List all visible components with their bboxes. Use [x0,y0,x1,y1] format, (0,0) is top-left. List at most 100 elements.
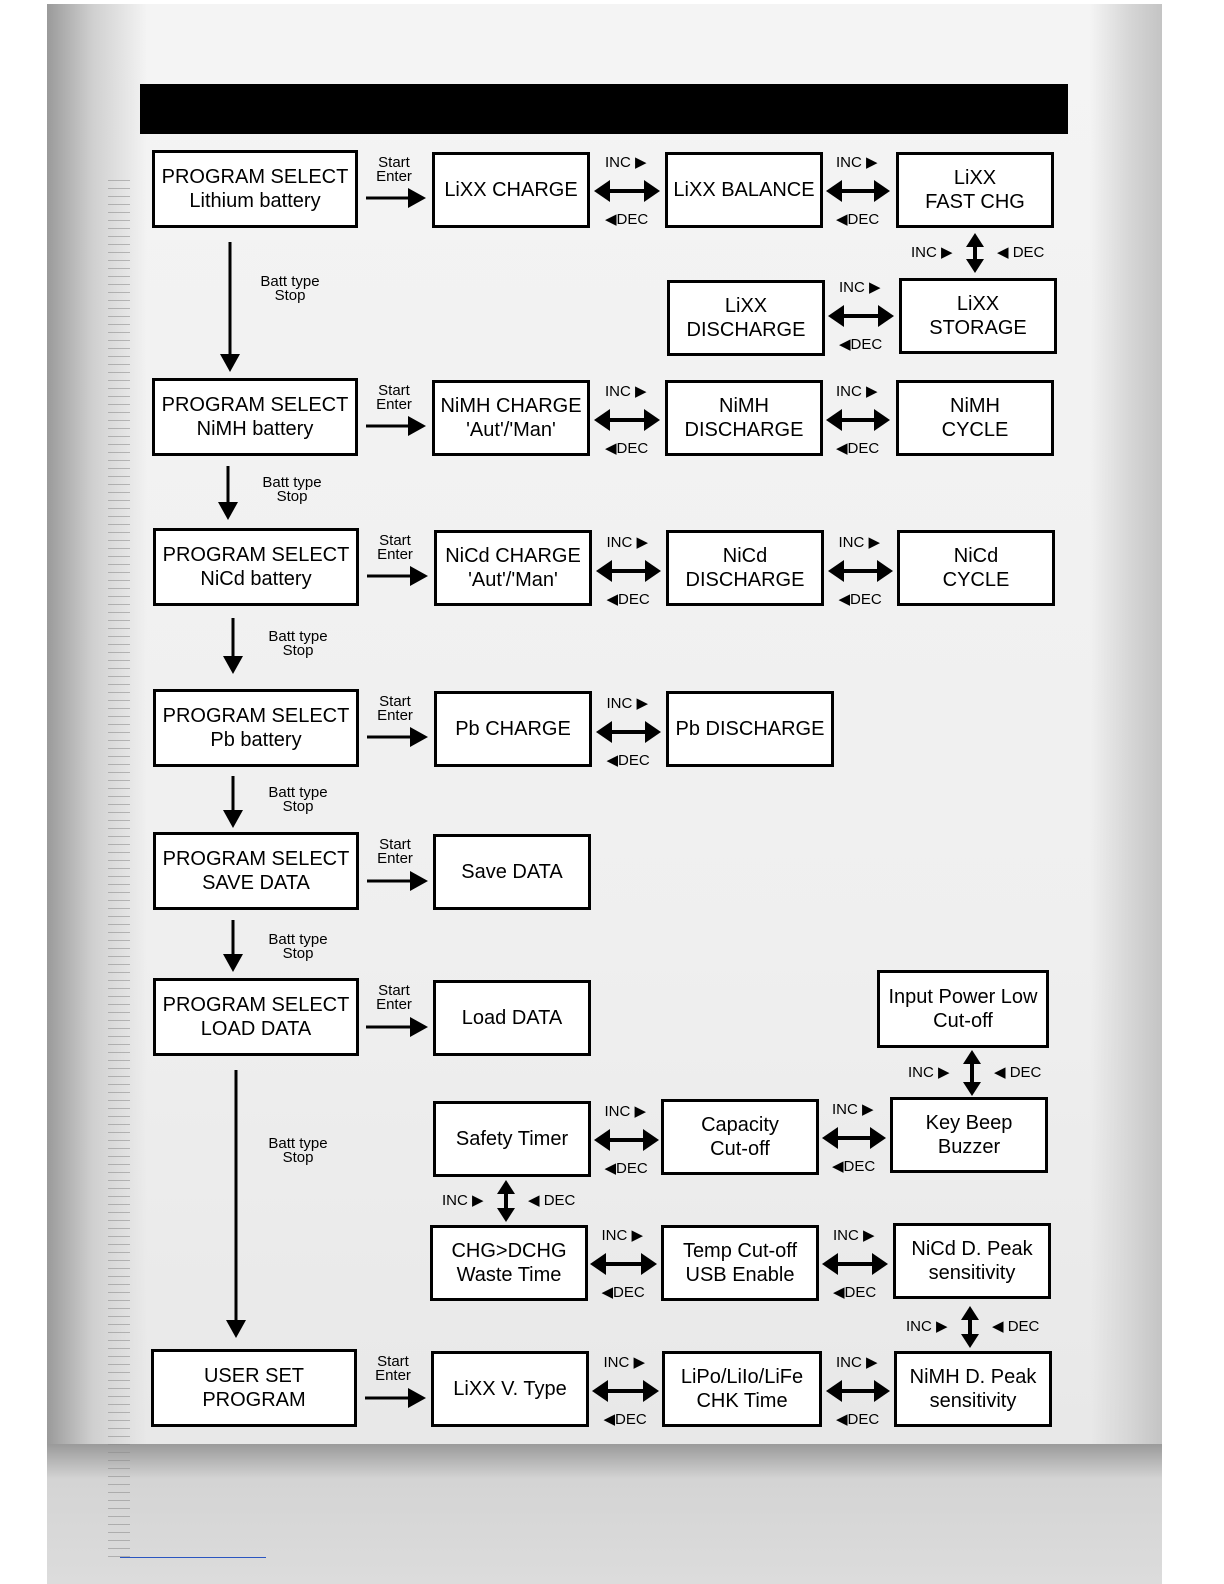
inc-label-v3: INC ▶ [906,1318,948,1335]
start-enter-label-save-line1: Start [379,836,411,853]
mode-box-save-0: Save DATA [433,834,591,910]
user-setting-b-2-line1: NiCd D. Peak [911,1238,1033,1260]
mode-box-lithium-extra-1-line2: STORAGE [929,317,1027,339]
inc-dec-vertical-arrow-3-down-head [961,1334,979,1348]
user-setting-input-power-low-line2: Cut-off [933,1010,993,1032]
user-setting-a-2-line2: Buzzer [937,1136,1001,1158]
start-enter-label-nicd-line1: Start [379,532,411,549]
ruler-marks [108,180,130,1560]
inc-dec-arrow-6-left-head [828,560,844,582]
dec-label-1: ◀DEC [836,211,880,228]
start-enter-label-pb-line1: Start [379,693,411,710]
inc-dec-arrow-13-left-head [826,1380,842,1402]
start-enter-label-user-line2: Enter [375,1367,411,1384]
batt-type-arrow-0-head [220,354,240,372]
program-select-user-line1: USER SET [203,1365,305,1387]
mode-box-user-1-line2: CHK Time [696,1390,788,1412]
inc-label-3: INC ▶ [605,383,647,400]
inc-label-8: INC ▶ [604,1103,647,1120]
inc-dec-arrow-10-right-head [641,1253,657,1275]
batt-type-arrow-3-head [223,810,243,828]
program-select-nimh-line1: PROGRAM SELECT [161,394,349,416]
batt-type-label-0-line2: Stop [274,287,306,304]
batt-type-arrow-2-head [223,656,243,674]
inc-label-9: INC ▶ [832,1101,874,1118]
program-select-nimh-line2: NiMH battery [196,418,314,440]
program-select-lithium-line2: Lithium battery [189,190,321,212]
enter-arrow-load-head [410,1017,428,1037]
mode-box-lithium-1-line1: LiXX BALANCE [673,179,815,201]
dec-label-v0: ◀ DEC [997,244,1045,261]
enter-arrow-save-head [410,871,428,891]
dec-label-5: ◀DEC [606,591,650,608]
inc-dec-vertical-arrow-2-down-head [497,1208,515,1222]
dec-label-9: ◀DEC [832,1158,876,1175]
inc-dec-arrow-13-right-head [874,1380,890,1402]
batt-type-label-5-line1: Batt type [268,1135,328,1152]
inc-label-0: INC ▶ [605,154,647,171]
batt-type-arrow-4-head [223,954,243,972]
inc-label-v2: INC ▶ [442,1192,484,1209]
mode-box-lithium-extra-0-line2: DISCHARGE [686,319,806,341]
mode-box-user-2-line2: sensitivity [929,1390,1017,1412]
inc-dec-arrow-11-left-head [822,1253,838,1275]
inc-dec-arrow-1-right-head [874,180,890,202]
inc-label-v0: INC ▶ [911,244,953,261]
dec-label-0: ◀DEC [605,211,649,228]
program-select-load-line1: PROGRAM SELECT [162,994,350,1016]
mode-box-nimh-1-line2: DISCHARGE [684,419,804,441]
header-bar [140,84,1068,134]
mode-box-pb-1-line1: Pb DISCHARGE [675,718,825,740]
inc-dec-vertical-arrow-0-up-head [966,233,984,247]
user-setting-a-1-line1: Capacity [701,1114,779,1136]
batt-type-label-1-line2: Stop [276,488,308,505]
mode-box-nimh-0: NiMH CHARGE'Aut'/'Man' [432,380,590,456]
start-enter-label-load-line1: Start [378,982,410,999]
mode-box-nicd-2-line2: CYCLE [942,569,1010,591]
dec-label-8: ◀DEC [604,1160,648,1177]
mode-box-nicd-2-line1: NiCd [953,545,999,567]
inc-label-6: INC ▶ [838,534,881,551]
inc-dec-arrow-10-left-head [590,1253,606,1275]
dec-label-13: ◀DEC [836,1411,880,1428]
inc-dec-arrow-11-right-head [872,1253,888,1275]
inc-dec-arrow-2-left-head [828,305,844,327]
inc-dec-arrow-8-right-head [643,1129,659,1151]
mode-box-load-0-line1: Load DATA [461,1007,563,1029]
mode-box-lithium-extra-0-line1: LiXX [724,295,768,317]
user-setting-b-1-line1: Temp Cut-off [682,1240,798,1262]
user-setting-b-0-line2: Waste Time [456,1264,562,1286]
start-enter-label-pb-line2: Enter [377,707,413,724]
mode-box-nicd-0-line1: NiCd CHARGE [445,545,581,567]
inc-dec-arrow-9-right-head [870,1127,886,1149]
inc-dec-vertical-arrow-1-up-head [963,1050,981,1064]
batt-type-label-2-line1: Batt type [268,628,328,645]
batt-type-label-4-line2: Stop [282,945,314,962]
mode-box-nicd-0-line2: 'Aut'/'Man' [468,569,558,591]
program-select-save-line2: SAVE DATA [202,872,310,894]
inc-dec-arrow-4-right-head [874,409,890,431]
dec-label-3: ◀DEC [605,440,649,457]
dec-label-12: ◀DEC [603,1411,647,1428]
program-select-lithium-line1: PROGRAM SELECT [161,166,349,188]
inc-dec-arrow-6-right-head [877,560,893,582]
inc-label-7: INC ▶ [606,695,649,712]
